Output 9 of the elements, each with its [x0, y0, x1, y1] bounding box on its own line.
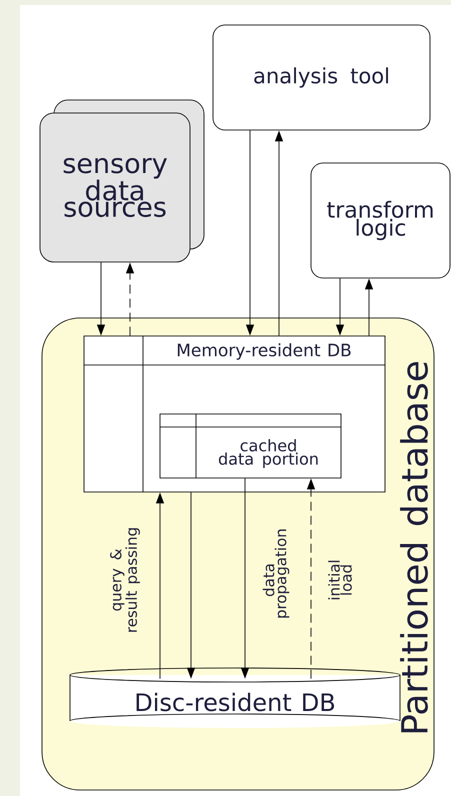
edge-label: query & result passing: [109, 519, 141, 641]
region-label: Partitioned database: [400, 362, 428, 732]
process-box: analysis tool: [212, 24, 430, 130]
process-box: transform logic: [310, 162, 450, 278]
edge-label: data propagation: [262, 530, 290, 620]
edge-label: initial load: [327, 548, 353, 612]
source-stack: sensory data sources: [40, 100, 204, 262]
table-box: cached data portion: [160, 414, 342, 478]
database-cylinder: Disc-resident DB: [70, 668, 400, 728]
